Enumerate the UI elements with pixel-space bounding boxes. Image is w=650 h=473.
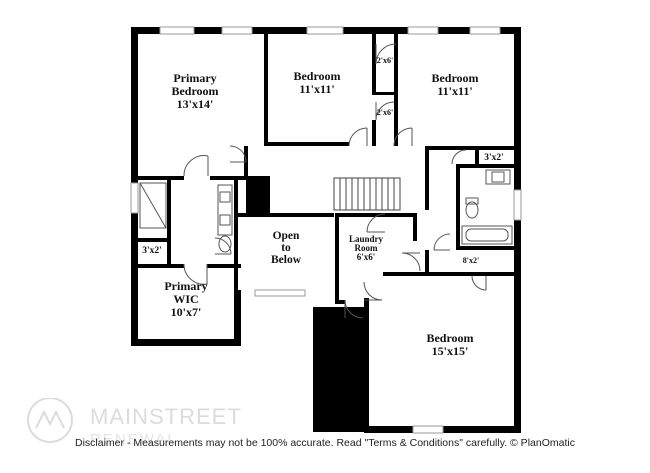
laundry-name-2: Room bbox=[355, 243, 378, 253]
closet-e-size: 8'x2' bbox=[463, 256, 479, 265]
closet-c-size: 3'x2' bbox=[484, 153, 504, 163]
interior-walls bbox=[138, 34, 520, 304]
closet-a-size: 2'x6' bbox=[377, 56, 393, 65]
bedroom-2-size: 11'x11' bbox=[299, 82, 334, 96]
room-labels: Primary Bedroom 13'x14' Bedroom 11'x11' … bbox=[164, 69, 478, 358]
closet-b-size: 2'x6' bbox=[377, 108, 393, 117]
solid-blocks bbox=[246, 176, 365, 432]
primary-bedroom-name-1: Primary bbox=[173, 71, 216, 85]
open-to-below-2: to bbox=[281, 242, 291, 254]
closet-labels: 2'x6' 2'x6' 3'x2' 3'x2' 8'x2' bbox=[142, 56, 504, 265]
brand-sub: RENEWAL bbox=[90, 431, 178, 448]
door-swings bbox=[183, 43, 487, 319]
stairs bbox=[333, 177, 401, 211]
open-to-below-1: Open bbox=[273, 230, 300, 242]
bedroom-2-name: Bedroom bbox=[293, 69, 340, 83]
brand-name: MAINSTREET bbox=[90, 404, 242, 429]
closet-d-size: 3'x2' bbox=[142, 246, 162, 256]
primary-bedroom-name-2: Bedroom bbox=[171, 84, 218, 98]
laundry-name-1: Laundry bbox=[349, 234, 384, 244]
bedroom-3-name: Bedroom bbox=[431, 71, 478, 85]
laundry-size: 6'x6' bbox=[357, 252, 376, 262]
bath-fixtures bbox=[139, 169, 513, 253]
bedroom-3-size: 11'x11' bbox=[437, 84, 472, 98]
brand-watermark: MAINSTREET RENEWAL bbox=[27, 398, 242, 448]
windows bbox=[130, 26, 522, 434]
bedroom-4-size: 15'x15' bbox=[432, 344, 469, 358]
primary-wic-name-2: WIC bbox=[173, 292, 198, 306]
primary-wic-size: 10'x7' bbox=[171, 305, 202, 319]
open-to-below-3: Below bbox=[271, 254, 302, 266]
primary-wic-name-1: Primary bbox=[164, 279, 207, 293]
brand-logo-icon bbox=[27, 398, 73, 443]
primary-bedroom-size: 13'x14' bbox=[177, 97, 214, 111]
disclaimer-text: Disclaimer - Measurements may not be 100… bbox=[75, 437, 575, 449]
bedroom-4-name: Bedroom bbox=[426, 331, 473, 345]
